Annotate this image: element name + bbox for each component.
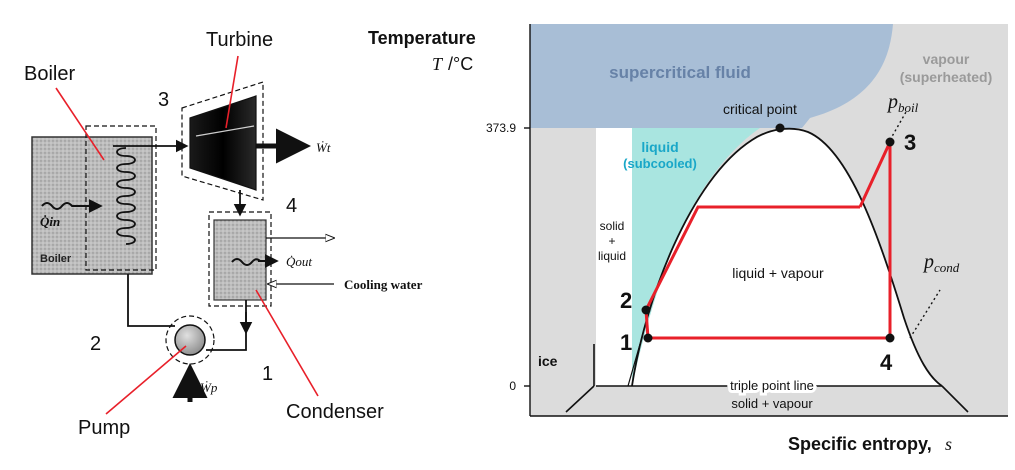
p-boil-line: [889, 111, 907, 141]
condenser-leader: [255, 289, 319, 397]
y-axis-title: Temperature: [368, 28, 476, 48]
x-axis-symbol: s: [945, 434, 952, 454]
point-1-label: 1: [620, 330, 632, 355]
bottom-white: [530, 416, 1008, 426]
liquid-vapour-region: [632, 128, 942, 386]
q-out-arrow: [231, 258, 261, 266]
q-in-label: Q̇in: [40, 214, 60, 229]
boiler-control-volume: [85, 125, 157, 271]
point-2-label: 2: [620, 288, 632, 313]
boiler-inner-label: Boiler: [40, 253, 72, 265]
pump-label: Pump: [78, 417, 130, 439]
pump-control-volume: [165, 315, 215, 365]
pump-leader: [105, 345, 187, 415]
point-3-label: 3: [904, 130, 916, 155]
cooling-water-label: Cooling water: [344, 277, 423, 292]
melting-line: [627, 343, 641, 387]
p-boil-label: pboil: [886, 91, 919, 115]
saturation-dome: [631, 127, 943, 387]
x-axis-title: Specific entropy,: [788, 434, 932, 454]
tick-critical-label: 373.9: [486, 121, 516, 135]
liquid-label: liquid: [641, 139, 678, 155]
svg-text:pcond: pcond: [922, 251, 960, 275]
ts-diagram: 373.9 0 Temperature T /°C Specific entro…: [368, 24, 1008, 454]
solid-vapour-label: solid + vapour: [731, 396, 813, 411]
triple-line-label: triple point line: [730, 378, 814, 393]
point-4-label: 4: [880, 350, 893, 375]
rankine-cycle: [644, 141, 892, 340]
condenser-label: Condenser: [286, 401, 384, 423]
tick-zero-label: 0: [509, 379, 516, 393]
boiler-leader: [55, 87, 105, 161]
turbine-body: [189, 95, 257, 191]
sublimation-boundary: [565, 385, 969, 413]
point-3-marker: [885, 137, 895, 147]
turbine-leader: [225, 55, 239, 129]
pump-body: [174, 324, 206, 356]
schematic-point-1: 1: [262, 363, 273, 385]
p-cond-label: pcond: [922, 251, 960, 275]
turbine-label: Turbine: [206, 29, 273, 51]
schematic-point-2: 2: [90, 333, 101, 355]
supercritical-label: supercritical fluid: [609, 63, 751, 82]
vapour-sub-label: (superheated): [900, 69, 993, 85]
boiler-coil: [116, 147, 136, 245]
supercritical-region: [530, 24, 893, 128]
pipe-pump-boiler: [127, 274, 175, 327]
point-2-marker: [641, 305, 651, 315]
schematic-point-3: 3: [158, 89, 169, 111]
point-1-marker: [643, 333, 653, 343]
w-turbine-label: Ẇt: [316, 140, 331, 155]
turbine-shaft: [195, 125, 255, 137]
cycle-heating: [644, 205, 860, 311]
y-axis-symbol: T: [432, 54, 444, 74]
ice-region: [530, 128, 596, 386]
ice-label: ice: [538, 353, 558, 369]
critical-point-marker: [775, 123, 785, 133]
solid-liquid-label-1: solid: [600, 219, 625, 233]
point-4-marker: [885, 333, 895, 343]
q-in-arrow: [41, 199, 103, 213]
q-out-label: Q̇out: [286, 254, 312, 269]
y-axis-unit: /°C: [448, 54, 473, 74]
cycle-pump-2: [644, 309, 650, 339]
svg-text:pboil: pboil: [886, 91, 919, 115]
pipe-condenser-pump: [206, 300, 247, 351]
critical-point-label: critical point: [723, 101, 797, 117]
liquid-vapour-label: liquid + vapour: [732, 265, 824, 281]
cycle-superheat: [858, 141, 892, 208]
solid-liquid-label-2: +: [608, 234, 615, 248]
solid-liquid-label-3: liquid: [598, 249, 626, 263]
component-schematic: Boiler Q̇in Ẇt Q̇out Cooling water Ẇp: [24, 29, 423, 439]
w-pump-label: Ẇp: [200, 380, 218, 395]
liquid-region: [632, 128, 760, 386]
turbine-control-volume: [181, 81, 264, 201]
liquid-sub-label: (subcooled): [623, 156, 697, 171]
boiler-label: Boiler: [24, 63, 75, 85]
solid-liquid-region: [596, 128, 632, 386]
vapour-label: vapour: [923, 51, 970, 67]
schematic-point-4: 4: [286, 195, 297, 217]
